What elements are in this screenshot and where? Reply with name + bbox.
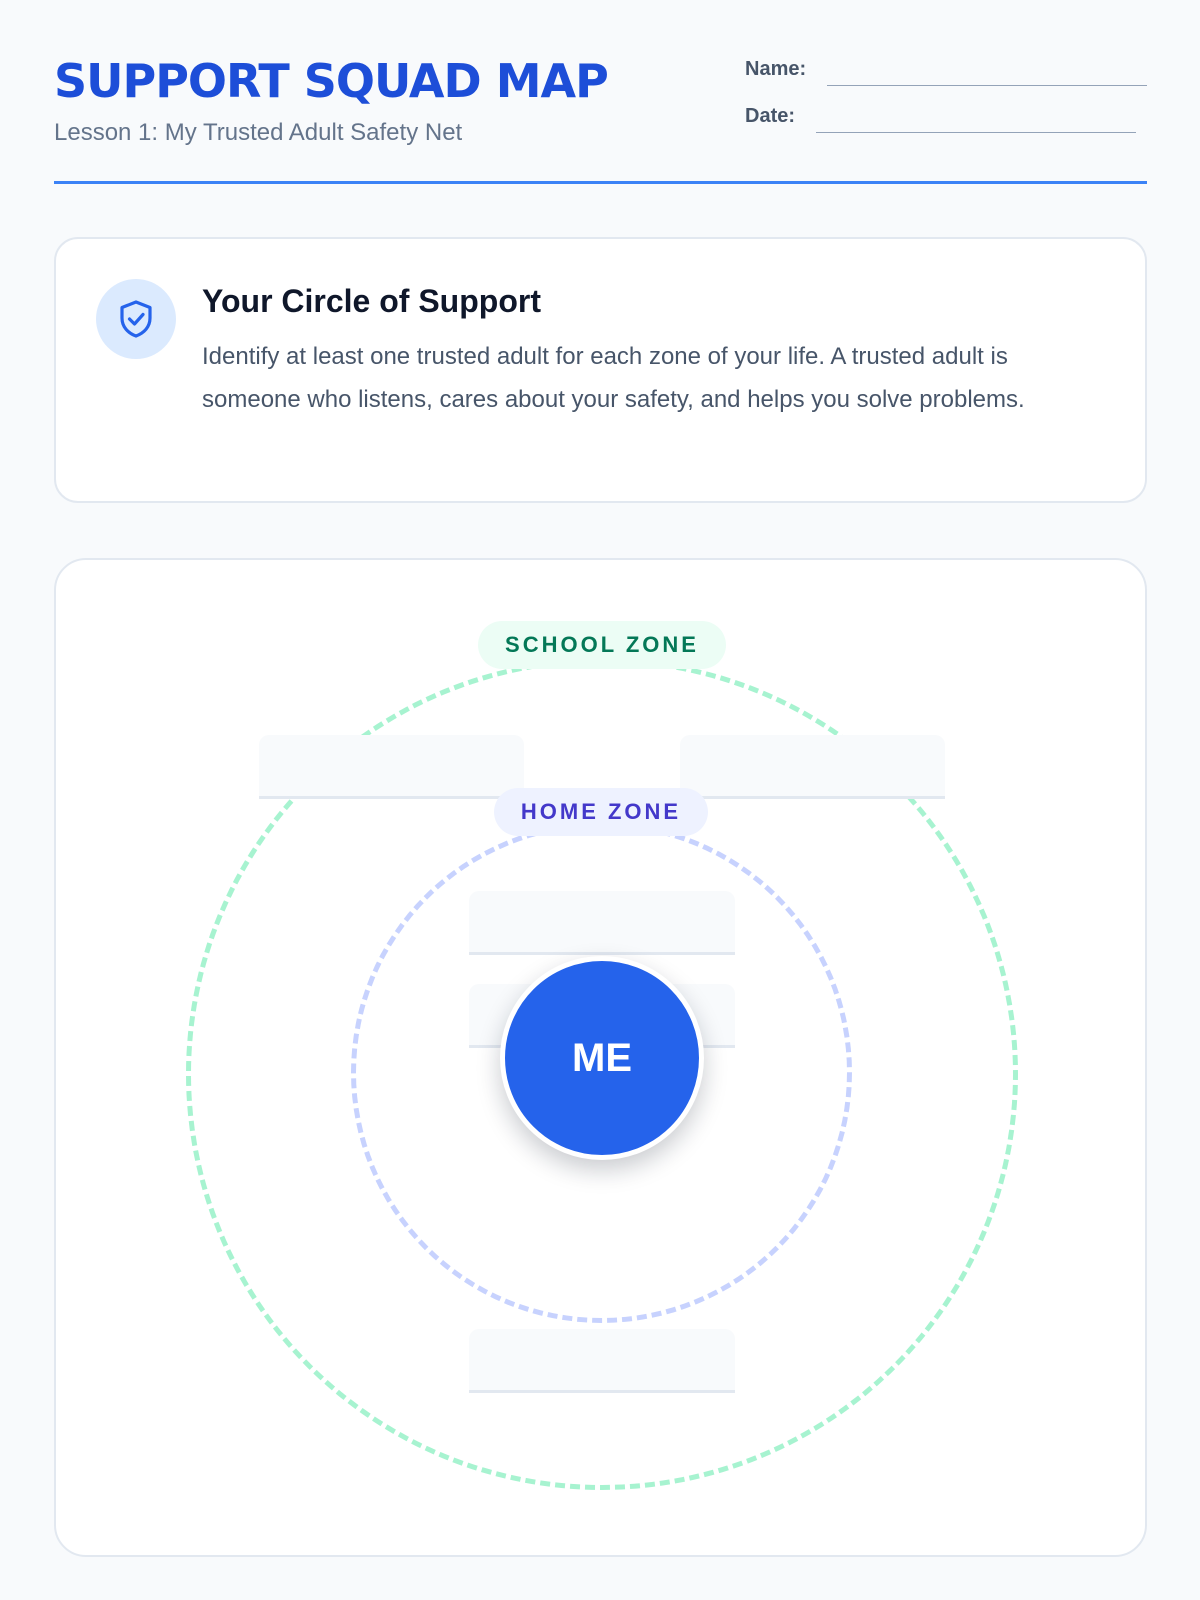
school-zone-name-slot[interactable]	[469, 1329, 735, 1393]
page-subtitle: Lesson 1: My Trusted Adult Safety Net	[54, 119, 463, 146]
intro-card: Your Circle of Support Identify at least…	[54, 237, 1147, 503]
home-zone-name-slot[interactable]	[469, 891, 735, 955]
home-zone-label: HOME ZONE	[494, 788, 708, 836]
school-zone-name-slot[interactable]	[680, 735, 945, 799]
date-label: Date:	[745, 105, 796, 127]
name-field[interactable]	[827, 85, 1147, 86]
school-zone-label: SCHOOL ZONE	[478, 621, 726, 669]
name-label: Name:	[745, 58, 807, 80]
card-title: Your Circle of Support	[202, 283, 541, 319]
me-center-circle: ME	[500, 956, 704, 1160]
card-description: Identify at least one trusted adult for …	[202, 343, 1025, 413]
shield-check-icon	[96, 279, 176, 359]
date-field[interactable]	[816, 132, 1136, 133]
support-circle-diagram: SCHOOL ZONE HOME ZONE ME	[54, 558, 1147, 1557]
page-title: SUPPORT SQUAD MAP	[54, 54, 609, 108]
worksheet-header: SUPPORT SQUAD MAP Lesson 1: My Trusted A…	[54, 0, 1147, 184]
school-zone-name-slot[interactable]	[259, 735, 524, 799]
